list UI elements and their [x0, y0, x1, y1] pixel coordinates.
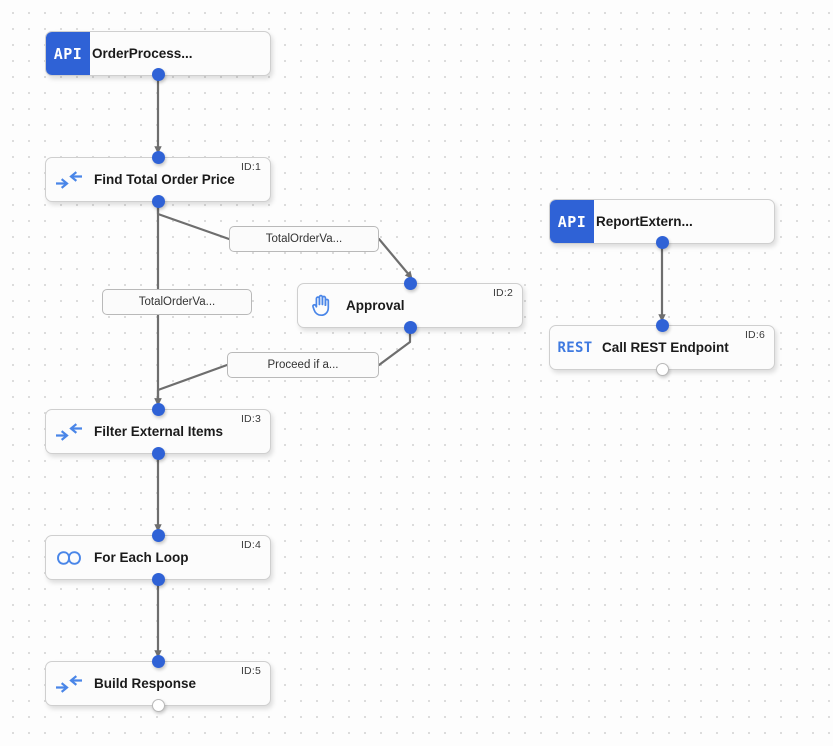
node-title: Approval [346, 298, 405, 313]
port-find-total-output[interactable] [151, 194, 165, 208]
port-call-rest-output[interactable] [655, 362, 669, 376]
node-title: Build Response [94, 676, 197, 691]
port-filter-input[interactable] [151, 402, 165, 416]
port-approval-output[interactable] [403, 320, 417, 334]
port-order-process-output[interactable] [151, 67, 165, 81]
infinity-loop-icon [46, 550, 92, 566]
port-find-total-input[interactable] [151, 150, 165, 164]
raised-hand-icon [298, 294, 344, 317]
node-id-tag: ID:6 [744, 329, 765, 341]
node-order-process[interactable]: API OrderProcess... [45, 31, 271, 76]
port-report-external-output[interactable] [655, 235, 669, 249]
node-id-tag: ID:5 [240, 665, 261, 677]
node-title: For Each Loop [94, 550, 189, 565]
port-loop-output[interactable] [151, 572, 165, 586]
port-build-response-output[interactable] [151, 698, 165, 712]
api-badge-icon: API [46, 32, 90, 75]
node-title: Find Total Order Price [94, 172, 235, 187]
transform-arrows-icon [46, 170, 92, 189]
node-title: Call REST Endpoint [602, 340, 729, 355]
port-filter-output[interactable] [151, 446, 165, 460]
node-id-tag: ID:3 [240, 413, 261, 425]
port-loop-input[interactable] [151, 528, 165, 542]
rest-badge-icon: REST [557, 339, 593, 356]
edge-label-total-order-value-b[interactable]: TotalOrderVa... [102, 289, 252, 315]
port-call-rest-input[interactable] [655, 318, 669, 332]
transform-arrows-icon [46, 674, 92, 693]
node-title: Filter External Items [94, 424, 224, 439]
port-approval-input[interactable] [403, 276, 417, 290]
node-id-tag: ID:4 [240, 539, 261, 551]
edge-label-total-order-value-a[interactable]: TotalOrderVa... [229, 226, 379, 252]
edge-label-proceed-if[interactable]: Proceed if a... [227, 352, 379, 378]
port-build-response-input[interactable] [151, 654, 165, 668]
node-title: OrderProcess... [92, 46, 193, 61]
api-badge-icon: API [550, 200, 594, 243]
node-id-tag: ID:1 [240, 161, 261, 173]
transform-arrows-icon [46, 422, 92, 441]
node-id-tag: ID:2 [492, 287, 513, 299]
node-title: ReportExtern... [596, 214, 693, 229]
